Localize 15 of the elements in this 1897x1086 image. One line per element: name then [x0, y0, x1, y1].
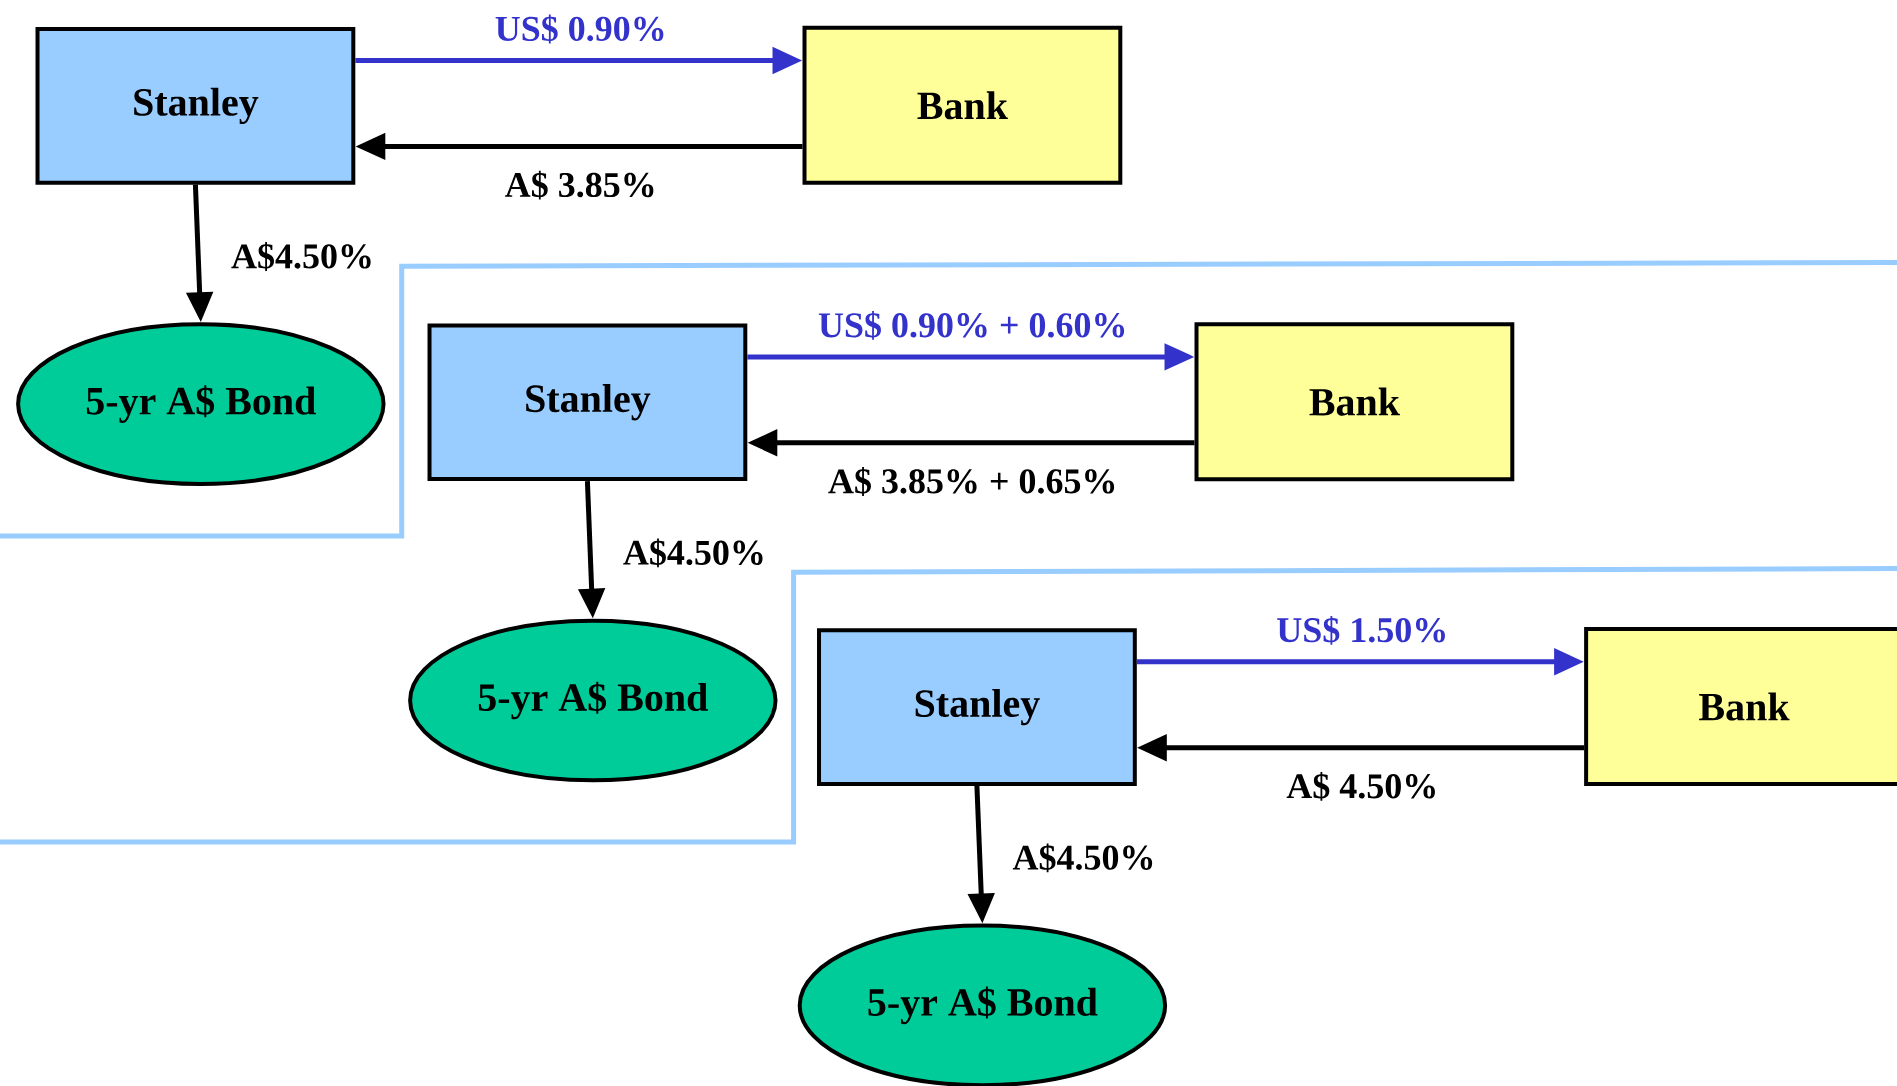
company-box: Stanley [35, 27, 356, 185]
edge-label: A$ 4.50% [1285, 771, 1440, 802]
edge-label: A$4.50% [621, 537, 767, 569]
company-box: Stanley [427, 323, 748, 482]
bank-box: Bank [802, 25, 1123, 185]
bank-box: Bank [1584, 627, 1897, 786]
edge-label: A$ 3.85% + 0.65% [826, 466, 1119, 497]
edge-label: A$ 3.85% [503, 169, 658, 201]
company-box: Stanley [817, 628, 1137, 786]
edge-label: A$4.50% [230, 241, 375, 272]
edge-label: US$ 0.90% + 0.60% [816, 310, 1129, 341]
edge-label: US$ 0.90% [493, 13, 668, 45]
edge-label: A$4.50% [1011, 842, 1157, 874]
edge-label: US$ 1.50% [1275, 614, 1450, 646]
bank-box: Bank [1194, 322, 1515, 482]
